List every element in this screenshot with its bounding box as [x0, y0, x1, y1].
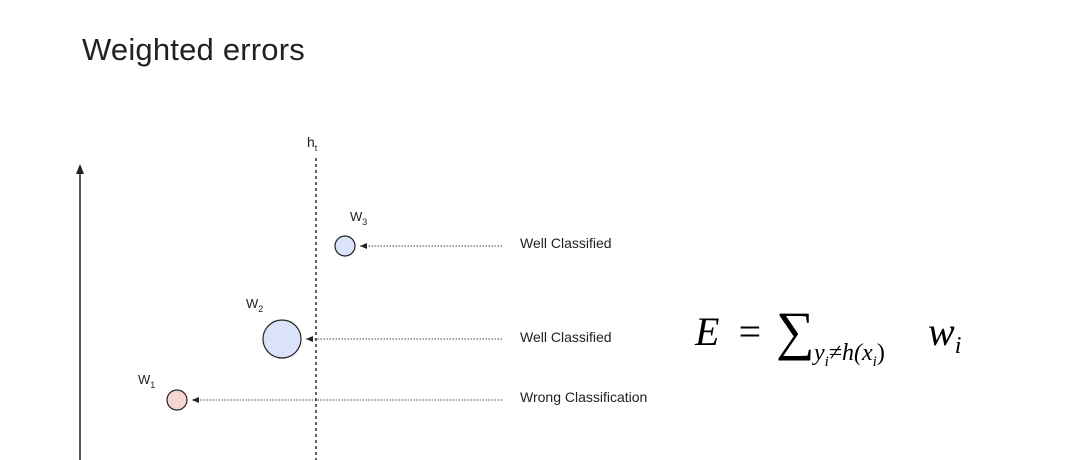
- axis-arrowhead: [76, 164, 84, 174]
- formula-sigma: ∑: [776, 301, 815, 361]
- weight-label-w3: W3: [350, 209, 367, 227]
- weighted-error-formula: E = ∑ yi≠h(xi) wi: [694, 301, 961, 370]
- sample-point-w2: [262, 319, 302, 359]
- weight-label-w1: W1: [138, 372, 155, 390]
- hypothesis-label: ht: [307, 134, 318, 153]
- classification-label-w2: Well Classified: [520, 329, 612, 345]
- sample-point-w1: [166, 389, 188, 411]
- sample-point-w3: [334, 235, 356, 257]
- formula-subscript: yi≠h(xi): [812, 340, 885, 370]
- formula-equals: =: [736, 309, 763, 354]
- formula-weight: wi: [928, 309, 961, 359]
- classification-label-w3: Well Classified: [520, 235, 612, 251]
- slide-title: Weighted errors: [82, 32, 305, 67]
- weight-label-w2: W2: [246, 296, 263, 314]
- classification-label-w1: Wrong Classification: [520, 389, 647, 405]
- formula-lhs: E: [694, 309, 719, 354]
